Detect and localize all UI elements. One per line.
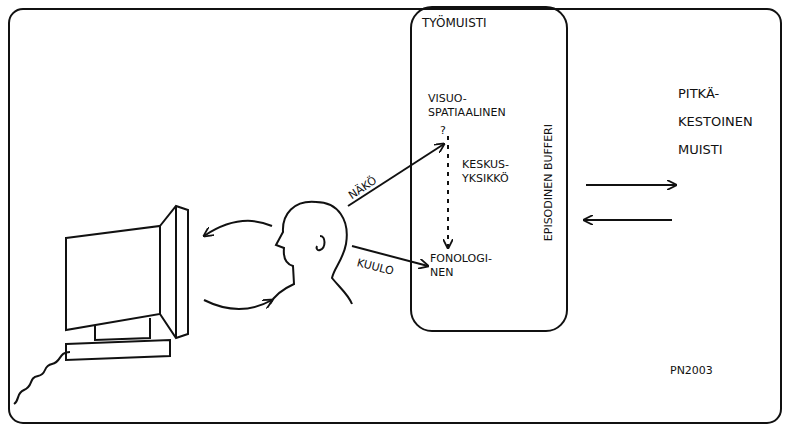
working-memory-box-text: TYÖMUISTI [422, 16, 566, 30]
long-term-memory: PITKÄ- KESTOINEN MUISTI [678, 80, 782, 240]
retrieve-arrow [584, 219, 672, 221]
hearing-label: KUULO [355, 256, 395, 279]
signature-date: PN2003 [670, 364, 713, 378]
input-arrow [204, 300, 272, 309]
head-back [316, 202, 352, 304]
episodic-buffer: EPISODINEN BUFFERI [538, 40, 560, 325]
monitor-neck [95, 318, 150, 340]
monitor-screen [160, 206, 188, 338]
vision-label: NÄKÖ [346, 174, 380, 203]
phonological-component: FONOLOGI- NEN [430, 252, 510, 284]
ear [317, 236, 325, 250]
visuospatial-component-text: VISUO- SPATIAALINEN [428, 92, 528, 120]
head-profile [270, 202, 316, 304]
working-memory-box: TYÖMUISTI VISUO- SPATIAALINEN KESKUS- YKSI… [410, 6, 568, 332]
question-mark: ? [440, 124, 446, 138]
long-term-memory-text: PITKÄ- KESTOINEN MUISTI [678, 80, 782, 164]
monitor-base [66, 340, 170, 360]
store-arrow [586, 184, 676, 186]
monitor-cable [14, 352, 70, 404]
gaze-arrow [204, 221, 272, 236]
central-executive-text: KESKUS- YKSIKKÖ [462, 158, 530, 186]
dashed-arrow [447, 136, 449, 248]
episodic-buffer-text: EPISODINEN BUFFERI [542, 124, 556, 241]
monitor-body [66, 226, 160, 330]
visuospatial-component: VISUO- SPATIAALINEN [428, 92, 528, 124]
phonological-component-text: FONOLOGI- NEN [430, 252, 510, 280]
frame [9, 9, 781, 423]
monitor-bezel [175, 206, 177, 338]
central-executive: KESKUS- YKSIKKÖ [462, 158, 530, 190]
